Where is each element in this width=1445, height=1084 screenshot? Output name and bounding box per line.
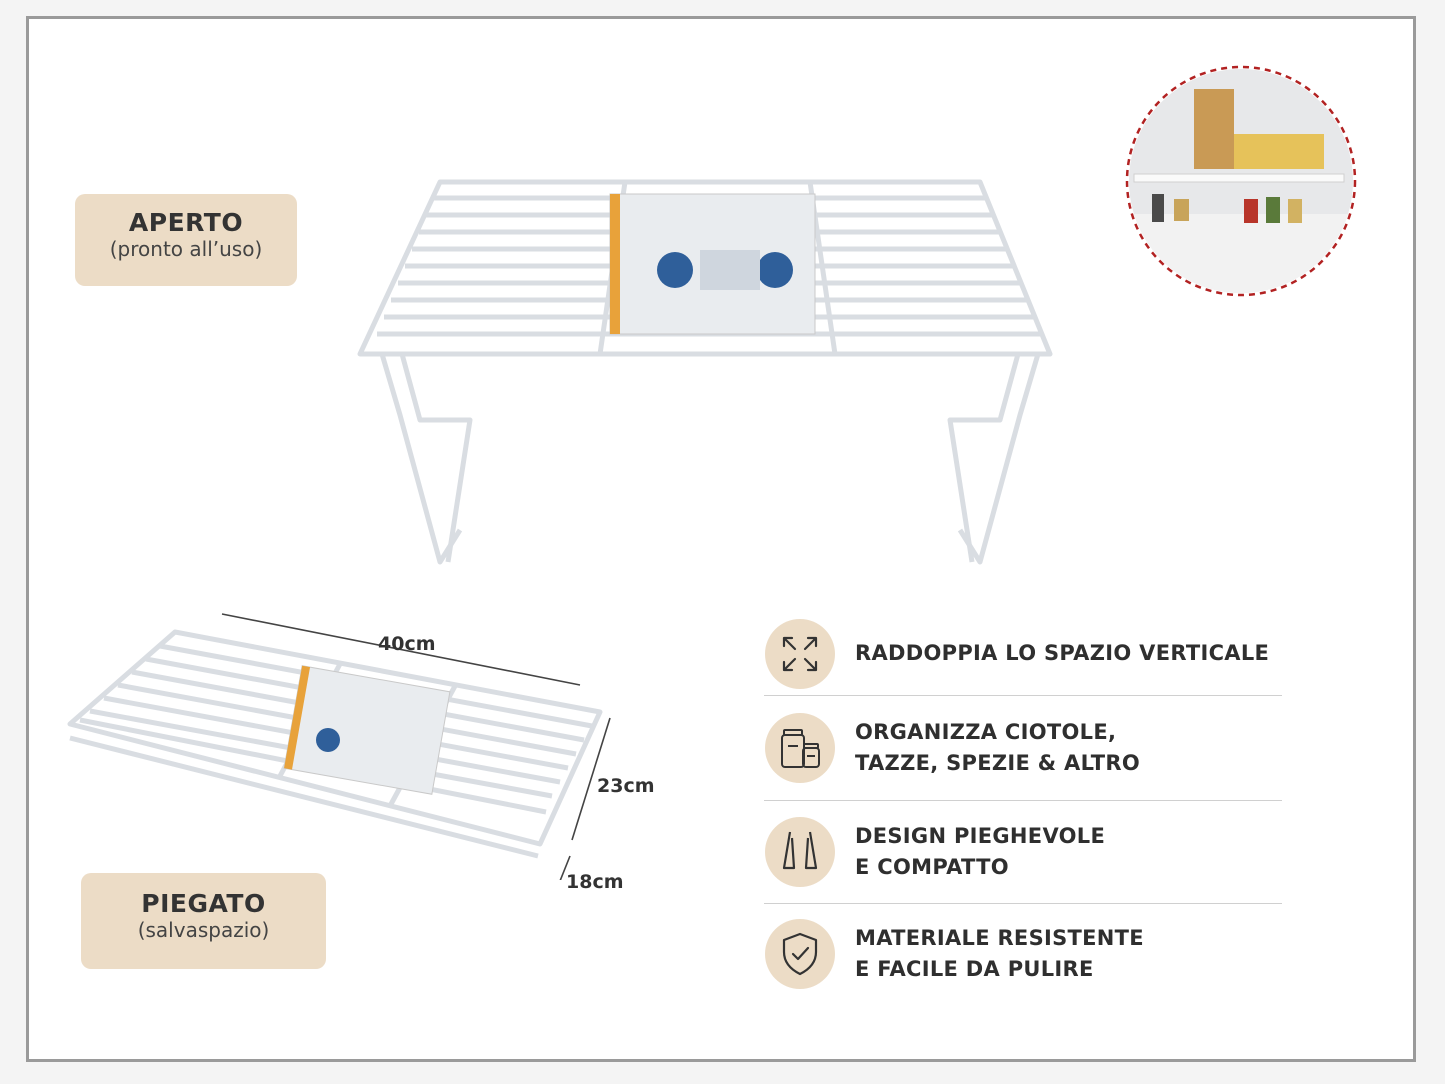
expand-arrows-icon (765, 618, 835, 689)
folding-shelf-icon (765, 817, 835, 887)
feature-item: ORGANIZZA CIOTOLE, TAZZE, SPEZIE & ALTRO (764, 696, 1282, 801)
folded-state-label: PIEGATO (salvaspazio) (81, 873, 326, 969)
folded-shelf-image (67, 613, 611, 880)
open-state-label: APERTO (pronto all’uso) (75, 194, 297, 286)
feature-line: RADDOPPIA LO SPAZIO VERTICALE (855, 641, 1270, 665)
feature-item: DESIGN PIEGHEVOLE E COMPATTO (764, 801, 1282, 904)
feature-item: RADDOPPIA LO SPAZIO VERTICALE (764, 612, 1282, 696)
feature-list: RADDOPPIA LO SPAZIO VERTICALE ORGANIZZA … (764, 612, 1282, 1004)
feature-line: DESIGN PIEGHEVOLE (855, 824, 1106, 848)
folded-subtitle: (salvaspazio) (137, 918, 270, 942)
jars-icon (765, 713, 835, 783)
feature-line: ORGANIZZA CIOTOLE, (855, 720, 1117, 744)
feature-line: E FACILE DA PULIRE (855, 957, 1094, 981)
shield-check-icon (765, 919, 835, 989)
folded-title: PIEGATO (141, 889, 266, 918)
feature-item: MATERIALE RESISTENTE E FACILE DA PULIRE (764, 904, 1282, 1004)
open-subtitle: (pronto all’uso) (109, 237, 263, 261)
feature-line: TAZZE, SPEZIE & ALTRO (855, 751, 1141, 775)
kitchen-photo (1125, 65, 1357, 297)
open-shelf-image (357, 179, 1053, 565)
feature-line: E COMPATTO (855, 855, 1009, 879)
open-title: APERTO (128, 208, 244, 237)
length-dimension: 40cm (378, 633, 436, 655)
feature-line: MATERIALE RESISTENTE (855, 926, 1144, 950)
height-dimension: 18cm (566, 871, 624, 893)
width-dimension: 23cm (597, 775, 655, 797)
